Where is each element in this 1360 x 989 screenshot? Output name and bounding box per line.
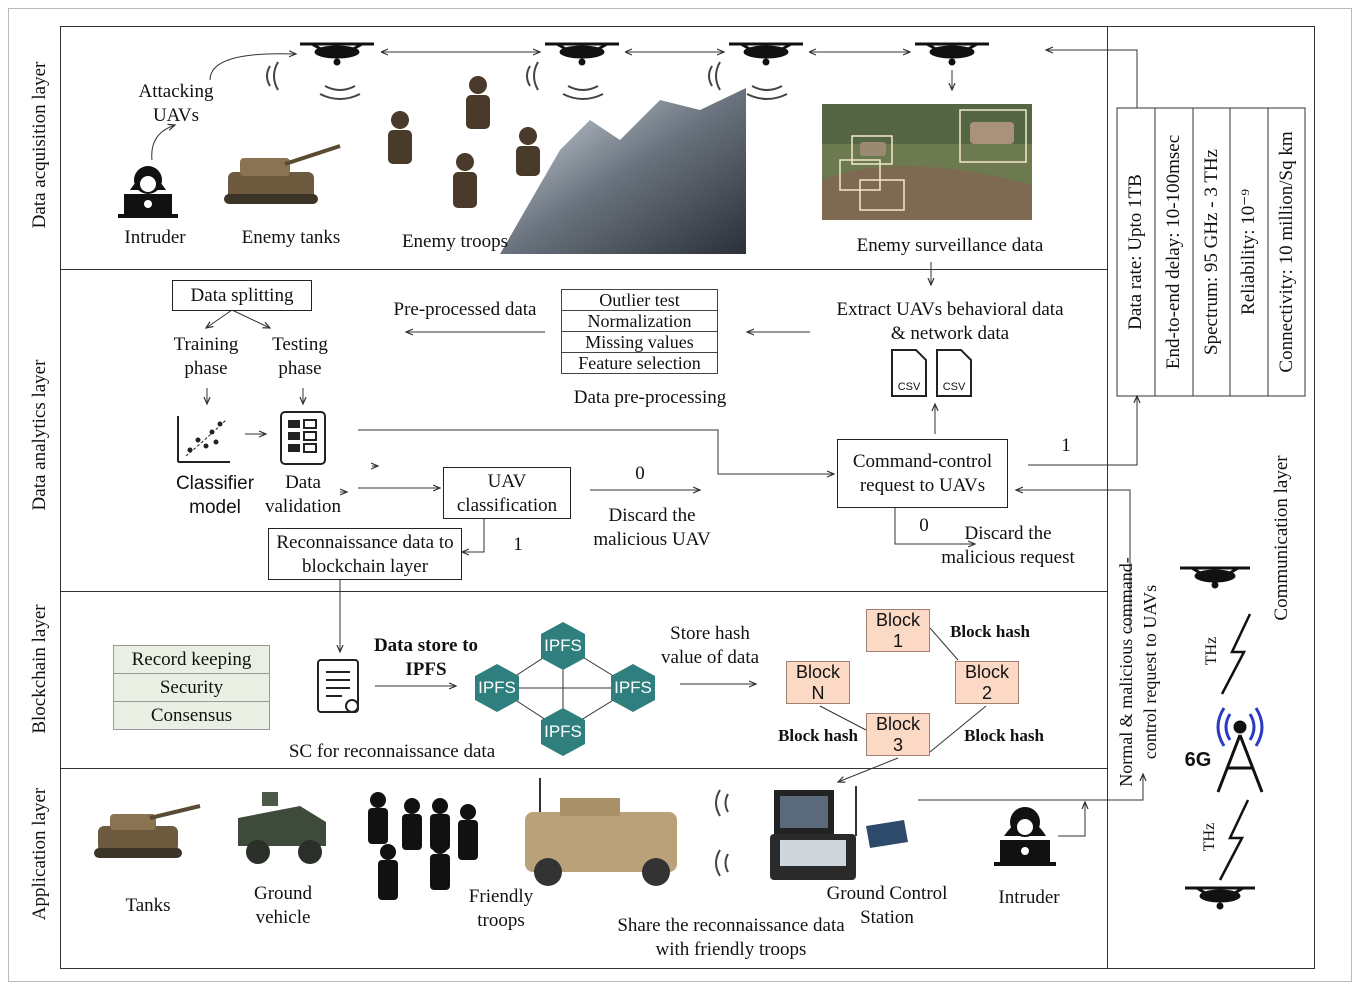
drone-icon bbox=[1180, 566, 1250, 589]
thz-label: THz bbox=[1203, 636, 1220, 666]
drone-icon bbox=[1185, 886, 1255, 910]
data-splitting-box: Data splitting bbox=[172, 280, 312, 311]
ground-vehicle-label: Ground vehicle bbox=[253, 883, 313, 928]
tanks-label: Tanks bbox=[125, 895, 171, 916]
preprocessing-step: Outlier test bbox=[561, 289, 718, 311]
spec-connectivity: Connectivity: 10 million/Sq km bbox=[1276, 131, 1297, 373]
spec-spectrum: Spectrum: 95 GHz - 3 THz bbox=[1201, 149, 1222, 355]
drone-icon bbox=[729, 42, 803, 66]
block-hash-label: Block hash bbox=[778, 726, 858, 745]
ipfs-node bbox=[475, 622, 655, 756]
enemy-surveillance-label: Enemy surveillance data bbox=[856, 235, 1044, 256]
ground-vehicle-icon bbox=[238, 792, 326, 864]
drone-icon bbox=[300, 42, 374, 66]
store-hash-label: Store hash value of data bbox=[660, 623, 760, 668]
csv-label: CSV bbox=[942, 381, 966, 393]
enemy-troops-label: Enemy troops bbox=[401, 231, 509, 252]
intruder-label: Intruder bbox=[124, 227, 186, 248]
block-hash-label: Block hash bbox=[964, 726, 1044, 745]
preprocessing-step: Feature selection bbox=[561, 352, 718, 374]
thz-label: THz bbox=[1201, 822, 1218, 852]
spec-reliability: Reliability: 10⁻⁹ bbox=[1238, 189, 1259, 315]
ipfs-node-label: IPFS bbox=[544, 636, 582, 655]
block-1: Block 1 bbox=[866, 609, 930, 652]
testing-phase-label: Testing phase bbox=[272, 334, 328, 379]
preprocessed-data-label: Pre-processed data bbox=[393, 299, 537, 320]
intruder-icon bbox=[118, 166, 178, 218]
block-2: Block 2 bbox=[955, 661, 1019, 704]
discard-request-label: Discard the malicious request bbox=[941, 523, 1075, 568]
signal-waves-icon bbox=[715, 789, 729, 877]
humvee-icon bbox=[525, 778, 677, 886]
label-one-comm: 1 bbox=[1061, 435, 1071, 456]
blockchain-feature: Record keeping bbox=[113, 645, 270, 674]
validation-clipboard-icon bbox=[280, 411, 326, 465]
share-recon-label: Share the reconnaissance data with frien… bbox=[617, 915, 845, 960]
reconnaissance-box: Reconnaissance data to blockchain layer bbox=[268, 528, 462, 580]
intruder-icon bbox=[994, 807, 1056, 866]
drone-icon bbox=[915, 42, 989, 66]
spec-data-rate: Data rate: Upto 1TB bbox=[1125, 174, 1146, 330]
label-one-recon: 1 bbox=[513, 534, 523, 555]
data-validation-label: Data validation bbox=[265, 472, 341, 517]
mountain-image bbox=[500, 88, 746, 254]
classifier-scatter-icon bbox=[177, 416, 230, 463]
tank-icon bbox=[94, 804, 201, 858]
block-n: Block N bbox=[786, 661, 850, 704]
label-zero-request: 0 bbox=[919, 515, 929, 536]
tank-icon bbox=[224, 144, 341, 204]
data-preprocessing-label: Data pre-processing bbox=[573, 387, 727, 408]
uav-classification-box: UAV classification bbox=[443, 467, 571, 519]
label-zero-discard: 0 bbox=[635, 463, 645, 484]
sc-reconnaissance-label: SC for reconnaissance data bbox=[288, 741, 496, 762]
outer-frame bbox=[8, 8, 1352, 982]
ground-control-station-icon bbox=[770, 786, 908, 880]
signal-waves-icon bbox=[266, 61, 788, 100]
command-control-box: Command-control request to UAVs bbox=[837, 439, 1008, 508]
6g-tower-icon bbox=[1216, 707, 1264, 793]
normal-malicious-label: Normal & malicious command-control reque… bbox=[1116, 557, 1160, 787]
attacking-uavs-label: Attacking UAVs bbox=[138, 81, 214, 126]
csv-label: CSV bbox=[897, 381, 921, 393]
preprocessing-step: Missing values bbox=[561, 331, 718, 353]
drone-icon bbox=[545, 42, 619, 66]
blockchain-feature: Security bbox=[113, 673, 270, 702]
intruder-label: Intruder bbox=[998, 887, 1060, 908]
friendly-troops-icon bbox=[368, 792, 478, 900]
gcs-label: Ground Control Station bbox=[826, 883, 948, 928]
block-hash-label: Block hash bbox=[950, 622, 1030, 641]
ipfs-node-label: IPFS bbox=[544, 722, 582, 741]
enemy-troops-icon bbox=[388, 76, 540, 208]
communication-layer-panel bbox=[1107, 26, 1315, 969]
enemy-tanks-label: Enemy tanks bbox=[241, 227, 341, 248]
data-store-ipfs-label: Data store to IPFS bbox=[373, 635, 479, 680]
6g-label: 6G bbox=[1184, 749, 1212, 771]
extract-data-label: Extract UAVs behavioral data & network d… bbox=[836, 299, 1064, 344]
spec-delay: End-to-end delay: 10-100msec bbox=[1163, 134, 1184, 370]
training-phase-label: Training phase bbox=[173, 334, 239, 379]
csv-file-icon bbox=[891, 349, 972, 397]
block-3: Block 3 bbox=[866, 713, 930, 756]
lightning-icon bbox=[1218, 613, 1252, 881]
discard-uav-label: Discard the malicious UAV bbox=[593, 505, 711, 550]
smart-contract-scroll-icon bbox=[317, 659, 359, 713]
blockchain-feature: Consensus bbox=[113, 701, 270, 730]
preprocessing-step: Normalization bbox=[561, 310, 718, 332]
friendly-troops-label: Friendly troops bbox=[468, 886, 534, 931]
ipfs-node-label: IPFS bbox=[478, 678, 516, 697]
classifier-model-label: Classifier model bbox=[175, 473, 255, 518]
ipfs-node-label: IPFS bbox=[614, 678, 652, 697]
